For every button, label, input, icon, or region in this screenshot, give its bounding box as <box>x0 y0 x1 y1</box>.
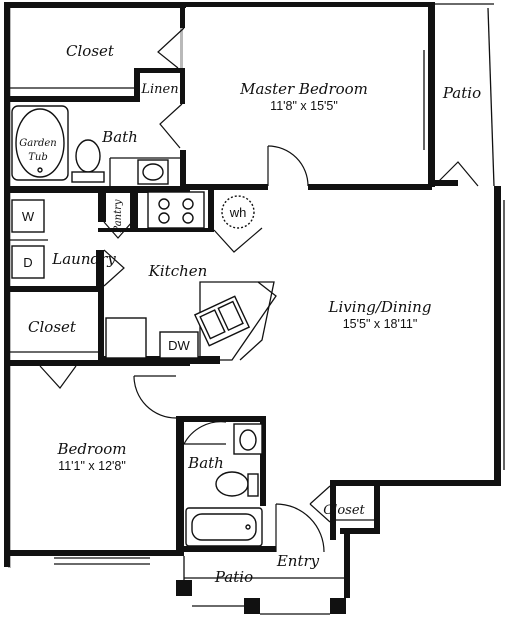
second-bath-toilet <box>215 471 249 497</box>
master-toilet <box>75 139 101 173</box>
label-linen: Linen <box>140 82 178 97</box>
dishwasher <box>159 331 199 359</box>
room-labels: Closet Linen Master Bedroom 11'8" x 15'5… <box>19 42 481 586</box>
label-water-heater: wh <box>229 205 247 220</box>
label-dishwasher: DW <box>168 338 190 353</box>
label-closet-left: Closet <box>28 318 77 336</box>
dims-bedroom: 11'1" x 12'8" <box>58 459 126 473</box>
label-bath-master: Bath <box>101 128 138 146</box>
washer <box>11 199 45 233</box>
label-patio-bottom: Patio <box>214 568 253 586</box>
label-dryer: D <box>23 255 32 270</box>
label-pantry: Pantry <box>113 199 124 233</box>
dryer <box>11 245 45 279</box>
label-closet-top: Closet <box>66 42 115 60</box>
label-entry: Entry <box>276 552 320 570</box>
label-living-dining: Living/Dining <box>328 298 432 316</box>
water-heater-tank <box>221 195 255 229</box>
walls <box>4 2 501 614</box>
appliance-labels: W D wh DW <box>22 205 246 353</box>
label-bedroom: Bedroom <box>57 440 127 458</box>
label-garden-tub-2: Tub <box>28 152 48 163</box>
label-garden-tub-1: Garden <box>19 138 57 149</box>
label-washer: W <box>22 209 35 224</box>
label-bath-second: Bath <box>187 454 224 472</box>
stove <box>147 191 205 229</box>
dims-living-dining: 15'5" x 18'11" <box>343 317 418 331</box>
thin-lines <box>10 3 505 615</box>
label-closet-entry: Closet <box>323 503 365 518</box>
label-master-bedroom: Master Bedroom <box>239 80 368 98</box>
doors <box>39 27 479 553</box>
dims-master-bedroom: 11'8" x 15'5" <box>270 99 338 113</box>
label-laundry: Laundry <box>51 250 116 268</box>
label-kitchen: Kitchen <box>148 262 208 280</box>
fixtures <box>11 105 263 547</box>
label-patio-right: Patio <box>442 84 481 102</box>
